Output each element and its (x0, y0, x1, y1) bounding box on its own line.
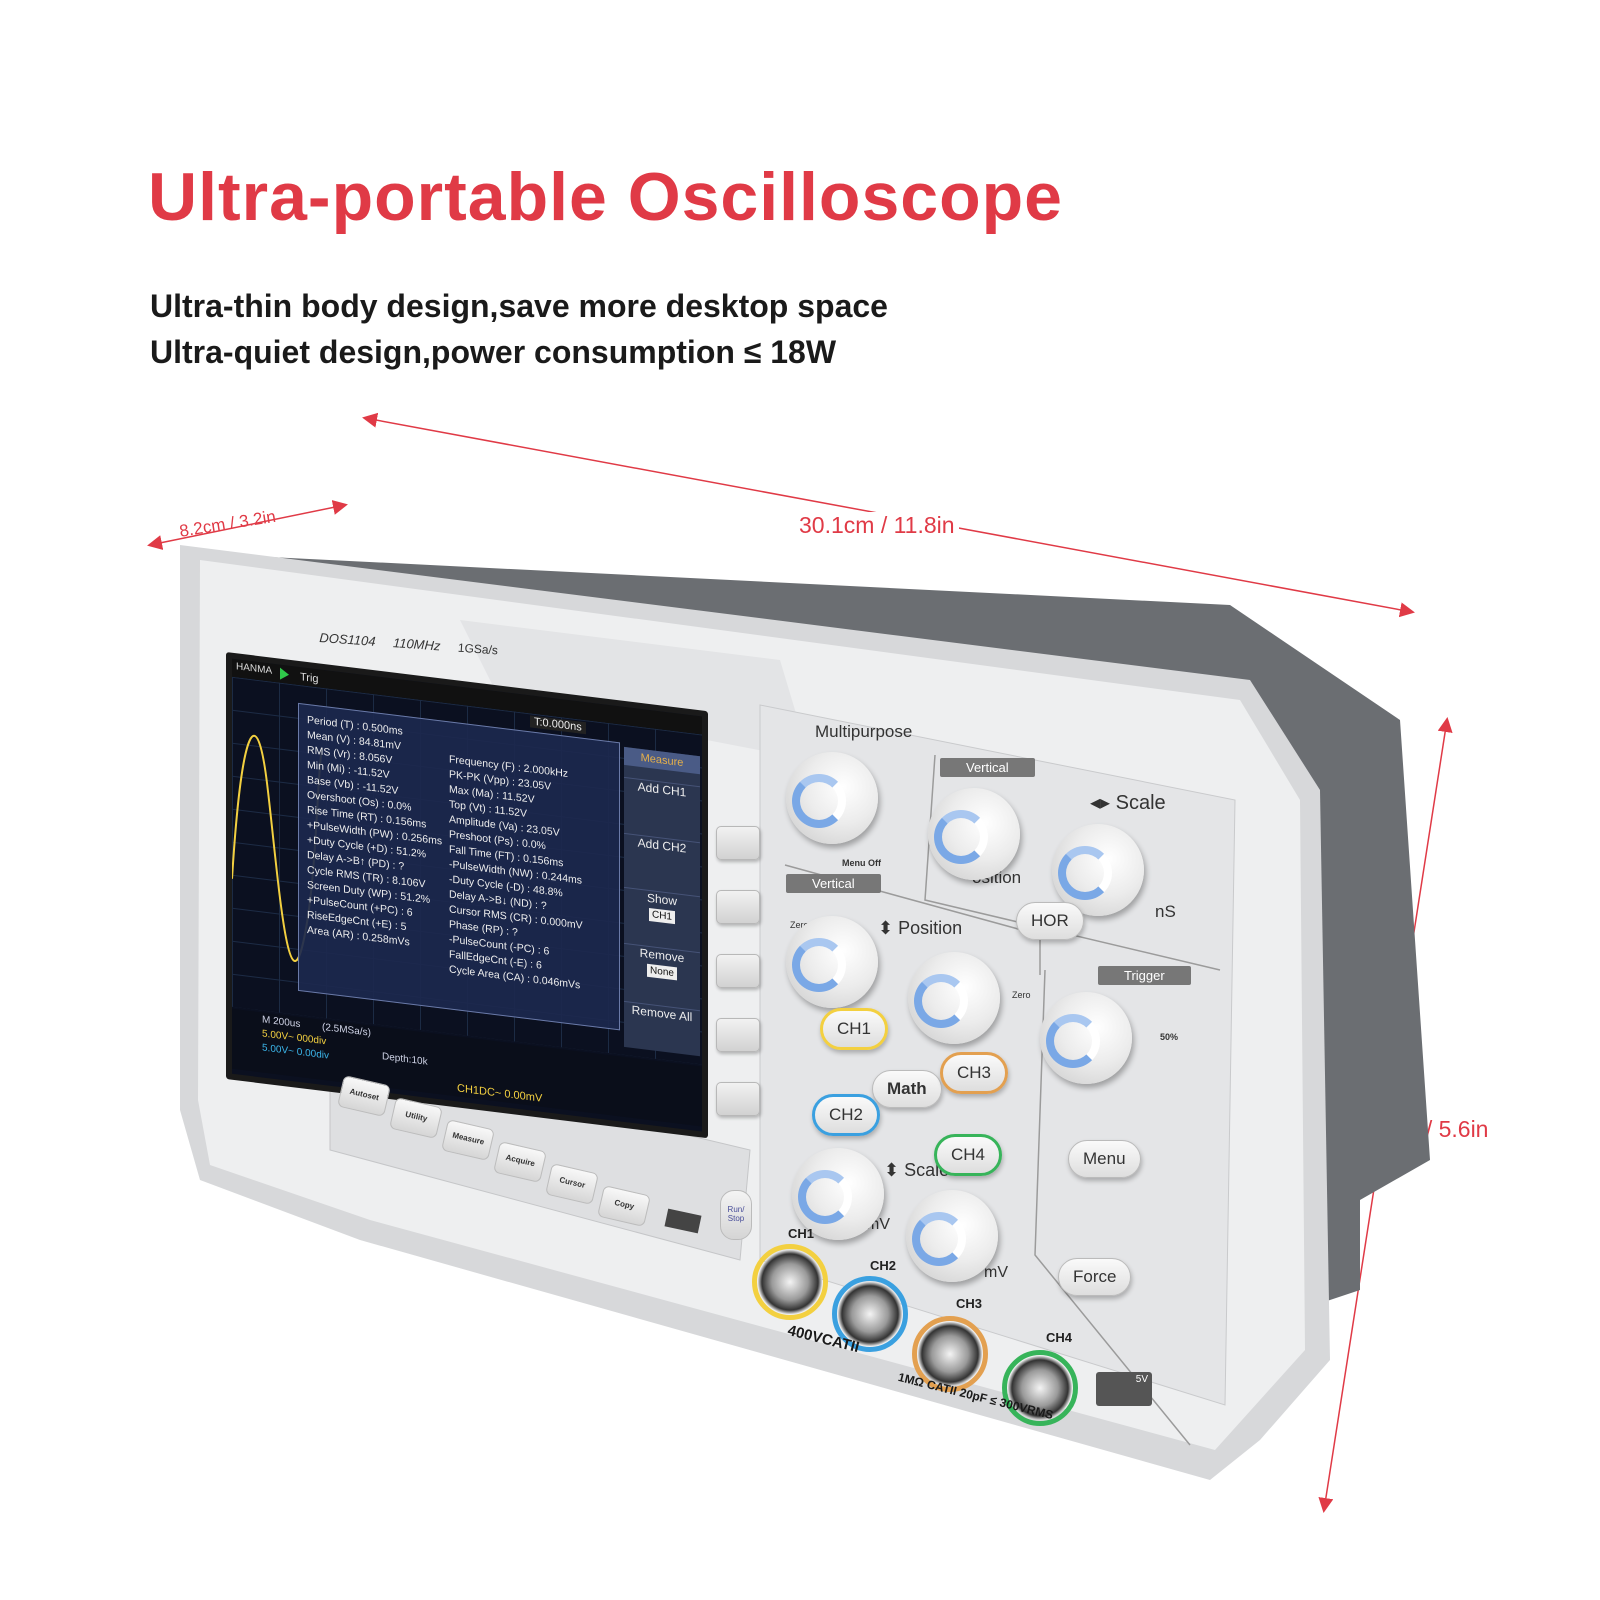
display-screen: HANMA Trig T:0.000ns Period (T) : 0.500m… (226, 652, 708, 1139)
sample-info: (2.5MSa/s) (322, 1021, 371, 1039)
menu-remove-value: None (647, 963, 677, 981)
ch1-position-knob[interactable] (786, 916, 878, 1008)
ch3-input-ring (912, 1316, 988, 1392)
trigger-level-knob[interactable] (1040, 992, 1132, 1084)
trig-status: Trig (300, 671, 319, 686)
menu-remove-label: Remove (639, 945, 685, 966)
probe-comp-label: 5V (1135, 1374, 1148, 1385)
force-button[interactable]: Force (1058, 1258, 1132, 1296)
ch4-bnc-connector[interactable] (1008, 1356, 1072, 1420)
bandwidth: 110MHz (392, 635, 441, 654)
headline: Ultra-portable Oscilloscope (148, 159, 1063, 235)
menu-show: Show CH1 (624, 886, 700, 928)
ch4-button[interactable]: CH4 (934, 1134, 1003, 1176)
ch2-scale-knob[interactable] (906, 1190, 998, 1282)
ch2-button[interactable]: CH2 (812, 1094, 881, 1136)
ch2-input-label: CH2 (870, 1258, 897, 1273)
trigger-info: CH1DC~ 0.00mV (457, 1082, 543, 1105)
soft-key-4[interactable] (716, 1018, 760, 1052)
vertical-scale-label: ⬍ Scale (884, 1160, 950, 1180)
zero-label-right: Zero (1012, 990, 1031, 1000)
ch4-input-label: CH4 (1046, 1330, 1073, 1345)
feature-line-2: Ultra-quiet design,power consumption ≤ 1… (150, 334, 837, 370)
vertical-position-label: ⬍ Position (878, 918, 963, 938)
ch2-position-knob[interactable] (908, 952, 1000, 1044)
vertical-section-tab: Vertical (940, 758, 1035, 777)
soft-key-5[interactable] (716, 1082, 760, 1116)
menu-show-label: Show (646, 890, 678, 909)
timebase: M 200us (262, 1014, 301, 1031)
ch2-input-ring (832, 1276, 908, 1352)
ch4-input-ring (1002, 1350, 1078, 1426)
multipurpose-knob[interactable] (786, 752, 878, 844)
ch1-button[interactable]: CH1 (820, 1008, 889, 1050)
screen-brand: HANMA (236, 661, 273, 677)
menu-add-ch2: Add CH2 (624, 832, 700, 858)
screen-side-menu: Measure Add CH1 Add CH2 Show CH1 Remove … (624, 746, 700, 1057)
measure-list-right: Frequency (F) : 2.000kHz PK-PK (Vpp) : 2… (449, 752, 583, 993)
soft-key-3[interactable] (716, 954, 760, 988)
ch1-scale-knob[interactable] (792, 1148, 884, 1240)
ch2-bnc-connector[interactable] (838, 1282, 902, 1346)
memory-depth: Depth:10k (382, 1051, 428, 1068)
ch1-input-label: CH1 (788, 1226, 815, 1241)
multipurpose-label: Multipurpose (815, 722, 913, 741)
sample-rate: 1GSa/s (457, 640, 499, 658)
ch1-input-ring (752, 1244, 828, 1320)
menu-show-value: CH1 (648, 907, 675, 925)
trigger-menu-button[interactable]: Menu (1068, 1140, 1141, 1178)
fifty-percent-label: 50% (1160, 1032, 1179, 1042)
measure-list-left: Period (T) : 0.500ms Mean (V) : 84.81mV … (307, 713, 442, 955)
ch1-bnc-connector[interactable] (758, 1250, 822, 1314)
horizontal-position-knob[interactable] (928, 788, 1020, 880)
menu-remove-all: Remove All (624, 1000, 700, 1026)
mv-label-2: mV (984, 1264, 1008, 1281)
hor-button[interactable]: HOR (1016, 902, 1084, 940)
math-button[interactable]: Math (872, 1070, 942, 1108)
depth-arrow (147, 500, 348, 550)
ch3-button[interactable]: CH3 (940, 1052, 1009, 1094)
feature-line-1: Ultra-thin body design,save more desktop… (150, 288, 888, 324)
width-label: 30.1cm / 11.8in (795, 512, 959, 539)
horizontal-scale-knob[interactable] (1052, 824, 1144, 916)
ch3-input-label: CH3 (956, 1296, 983, 1311)
horizontal-scale-label: ◂▸ Scale (1090, 792, 1166, 814)
measurement-panel: Period (T) : 0.500ms Mean (V) : 84.81mV … (298, 702, 620, 1031)
ns-label: nS (1155, 902, 1176, 921)
menu-remove: Remove None (624, 942, 700, 984)
vertical-section-tab-left: Vertical (786, 874, 881, 893)
soft-key-2[interactable] (716, 890, 760, 924)
ch3-bnc-connector[interactable] (918, 1322, 982, 1386)
probe-comp-terminal[interactable]: 5V (1096, 1372, 1152, 1406)
trigger-section-tab: Trigger (1098, 966, 1191, 985)
run-indicator-icon (280, 667, 289, 681)
soft-key-1[interactable] (716, 826, 760, 860)
zero-label-left: Zero (790, 920, 809, 930)
menu-off-label: Menu Off (842, 858, 881, 868)
menu-add-ch1: Add CH1 (624, 776, 700, 802)
run-stop-button[interactable]: Run/ Stop (720, 1190, 752, 1240)
